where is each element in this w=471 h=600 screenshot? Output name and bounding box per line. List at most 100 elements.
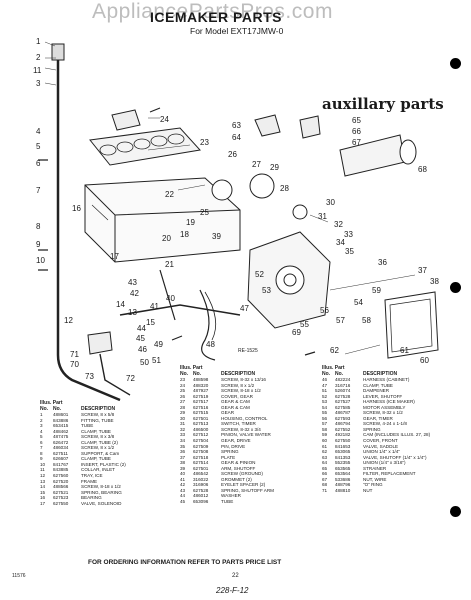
- column-header: DESCRIPTION: [81, 406, 116, 412]
- part-number: 653096: [193, 499, 209, 505]
- illus-number: 53: [322, 399, 328, 405]
- illus-number: 34: [180, 438, 186, 444]
- binder-hole-top: [450, 58, 461, 69]
- part-number: 487475: [53, 434, 69, 440]
- part-description: GROMMET (2): [221, 476, 252, 482]
- callout-48: 48: [206, 340, 215, 349]
- part-number: 841353: [335, 454, 351, 460]
- callout-7: 7: [36, 186, 41, 195]
- illus-number: 15: [40, 489, 46, 495]
- part-number: 486794: [335, 421, 351, 427]
- part-number: 488566: [53, 484, 69, 490]
- callout-45: 45: [136, 334, 145, 343]
- timer-gear: [211, 179, 233, 201]
- part-number: 627504: [193, 438, 209, 444]
- callout-68: 68: [418, 165, 427, 174]
- callout-22: 22: [165, 190, 174, 199]
- table-header: No.No.DESCRIPTION: [180, 371, 308, 377]
- callout-28: 28: [280, 184, 289, 193]
- part-number: 843886: [53, 417, 69, 423]
- part-description: FRAME: [81, 478, 98, 484]
- callout-20: 20: [162, 234, 171, 243]
- illus-number: 54: [322, 404, 328, 410]
- illus-number: 8: [40, 450, 43, 456]
- part-number: 488598: [193, 377, 209, 382]
- part-number: 627513: [193, 421, 209, 427]
- inlet-fitting: [51, 43, 65, 61]
- illus-number: 64: [322, 460, 328, 466]
- callout-60: 60: [420, 356, 429, 365]
- illus-number: 1: [40, 412, 43, 417]
- table-header: No.No.DESCRIPTION: [322, 371, 452, 377]
- callout-69: 69: [292, 328, 301, 337]
- illus-number: 45: [180, 499, 186, 505]
- model-subtitle: For Model EXT17JMW-0: [190, 26, 284, 36]
- part-description: SCREW, 8 x 1/2: [221, 382, 255, 388]
- part-description: HARNESS (CABINET): [363, 377, 410, 382]
- illus-number: 41: [180, 476, 186, 482]
- part-number: 316716: [335, 382, 351, 388]
- column-header: No.: [322, 371, 331, 377]
- illus-number: 17: [40, 500, 46, 506]
- part-number: 488796: [335, 482, 351, 488]
- binder-hole-middle: [450, 282, 461, 293]
- illus-number: 36: [180, 449, 186, 455]
- part-number: 841767: [53, 461, 69, 467]
- part-description: SPRING: [221, 449, 239, 455]
- callout-61: 61: [400, 346, 409, 355]
- part-description: SCREW, 4-24 x 1-1/8: [363, 421, 407, 427]
- illus-number: 68: [322, 482, 328, 488]
- illus-number: 23: [180, 377, 186, 382]
- illus-number: 58: [322, 426, 328, 432]
- part-number: 316906: [193, 482, 209, 488]
- part-description: SCREW, 8-32 x 13/16: [221, 377, 266, 382]
- callout-37: 37: [418, 266, 427, 275]
- callout-47: 47: [240, 304, 249, 313]
- illus-number: 60: [322, 438, 328, 444]
- part-number: 488601: [53, 412, 69, 417]
- part-number: 627515: [193, 410, 209, 416]
- part-number: 627585: [335, 404, 351, 410]
- part-description: NUT, WIRE: [363, 476, 387, 482]
- illus-number: 9: [40, 456, 43, 462]
- callout-49: 49: [154, 340, 163, 349]
- illus-number: 42: [180, 482, 186, 488]
- handwritten-code: 228-F-12: [216, 586, 249, 595]
- callout-30: 30: [326, 198, 335, 207]
- illus-number: 59: [322, 432, 328, 438]
- part-description: CLAMP, TUBE: [81, 428, 111, 434]
- part-number: 627593: [335, 415, 351, 421]
- part-number: 653565: [335, 465, 351, 471]
- part-number: 627519: [193, 393, 209, 399]
- callout-6: 6: [36, 159, 41, 168]
- part-number: 626472: [53, 439, 69, 445]
- part-number: 552355: [335, 460, 351, 466]
- callout-29: 29: [270, 163, 279, 172]
- column-header: No.: [40, 406, 49, 412]
- part-number: 843885: [53, 467, 69, 473]
- illus-number: 33: [180, 432, 186, 438]
- illus-number: 43: [180, 487, 186, 493]
- part-number: 526074: [335, 388, 351, 394]
- illus-number: 71: [322, 487, 328, 493]
- illus-number: 57: [322, 421, 328, 427]
- callout-62: 62: [330, 346, 339, 355]
- illus-number: 2: [40, 417, 43, 423]
- table-row: 57 486794 SCREW, 4-24 x 1-1/8: [322, 421, 452, 427]
- part-number: 627552: [335, 426, 351, 432]
- part-description: FITTING, TUBE: [81, 417, 114, 423]
- illus-number: 31: [180, 421, 186, 427]
- part-number: 626607: [53, 456, 69, 462]
- part-description: PIN, DRIVE: [221, 443, 246, 449]
